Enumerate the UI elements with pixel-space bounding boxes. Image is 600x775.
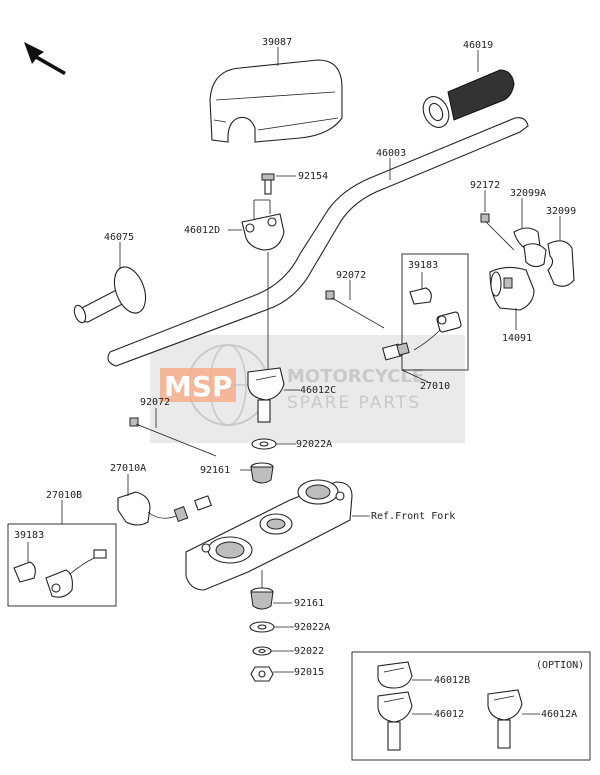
zip-tie-lower [129, 417, 217, 457]
switch-clip-lower [13, 561, 36, 583]
riser-46012B [377, 661, 413, 689]
riser-46012A [487, 689, 523, 749]
grip-right [422, 69, 515, 128]
label-92154: 92154 [298, 171, 328, 182]
watermark-line2: SPARE PARTS [287, 393, 421, 413]
label-option: (OPTION) [536, 660, 584, 671]
top-triple-clamp [185, 479, 353, 591]
label-27010B: 27010B [46, 490, 82, 501]
rubber-92161-upper [250, 462, 274, 484]
label-39183-upper: 39183 [408, 260, 438, 271]
label-39183-lower: 39183 [14, 530, 44, 541]
box-27010 [401, 253, 469, 371]
label-32099A: 32099A [510, 188, 546, 199]
label-46019: 46019 [463, 40, 493, 51]
screw-92172 [480, 213, 515, 251]
label-32099: 32099 [546, 206, 576, 217]
zip-tie-upper [325, 290, 385, 329]
label-46012D: 46012D [184, 225, 220, 236]
label-ref-front-fork: Ref.Front Fork [371, 511, 455, 522]
label-92072-lower: 92072 [140, 397, 170, 408]
riser-46012C [247, 367, 285, 423]
label-92072-upper: 92072 [336, 270, 366, 281]
nut-92015 [250, 666, 274, 682]
label-46012B: 46012B [434, 675, 470, 686]
bolt-92154 [261, 173, 275, 195]
label-92161-upper: 92161 [200, 465, 230, 476]
handlebar-pad [209, 59, 343, 143]
label-92015: 92015 [294, 667, 324, 678]
watermark: MSP MOTORCYCLE SPARE PARTS [150, 335, 465, 443]
switch-clip-upper [409, 287, 432, 305]
label-46012A: 46012A [541, 709, 577, 720]
riser-46012 [377, 691, 413, 751]
label-92022A-upper: 92022A [296, 439, 332, 450]
label-46075: 46075 [104, 232, 134, 243]
washer-92022A-lower [249, 621, 275, 633]
washer-92022A-upper [251, 438, 277, 450]
arrow-up-left-icon [24, 42, 66, 75]
label-46012C: 46012C [300, 385, 336, 396]
label-46003: 46003 [376, 148, 406, 159]
switch-27010 [382, 311, 462, 361]
label-46012: 46012 [434, 709, 464, 720]
handlebar-tube [107, 117, 529, 367]
washer-92022 [252, 646, 272, 656]
rubber-92161-lower [250, 587, 274, 610]
holder-32099A [513, 227, 547, 268]
holder-32099 [547, 240, 575, 287]
label-27010: 27010 [420, 381, 450, 392]
clamp-46012D [241, 213, 285, 251]
label-39087: 39087 [262, 37, 292, 48]
watermark-logo: MSP [164, 370, 233, 403]
throttle-case-14091 [489, 266, 535, 311]
label-92161-lower: 92161 [294, 598, 324, 609]
label-27010A: 27010A [110, 463, 146, 474]
label-92022A-lower: 92022A [294, 622, 330, 633]
label-92022: 92022 [294, 646, 324, 657]
grip-left [73, 266, 147, 324]
switch-27010A [117, 491, 212, 526]
switch-27010B [45, 549, 107, 598]
label-92172: 92172 [470, 180, 500, 191]
watermark-line1: MOTORCYCLE [287, 366, 424, 387]
label-14091: 14091 [502, 333, 532, 344]
box-option [351, 651, 591, 761]
